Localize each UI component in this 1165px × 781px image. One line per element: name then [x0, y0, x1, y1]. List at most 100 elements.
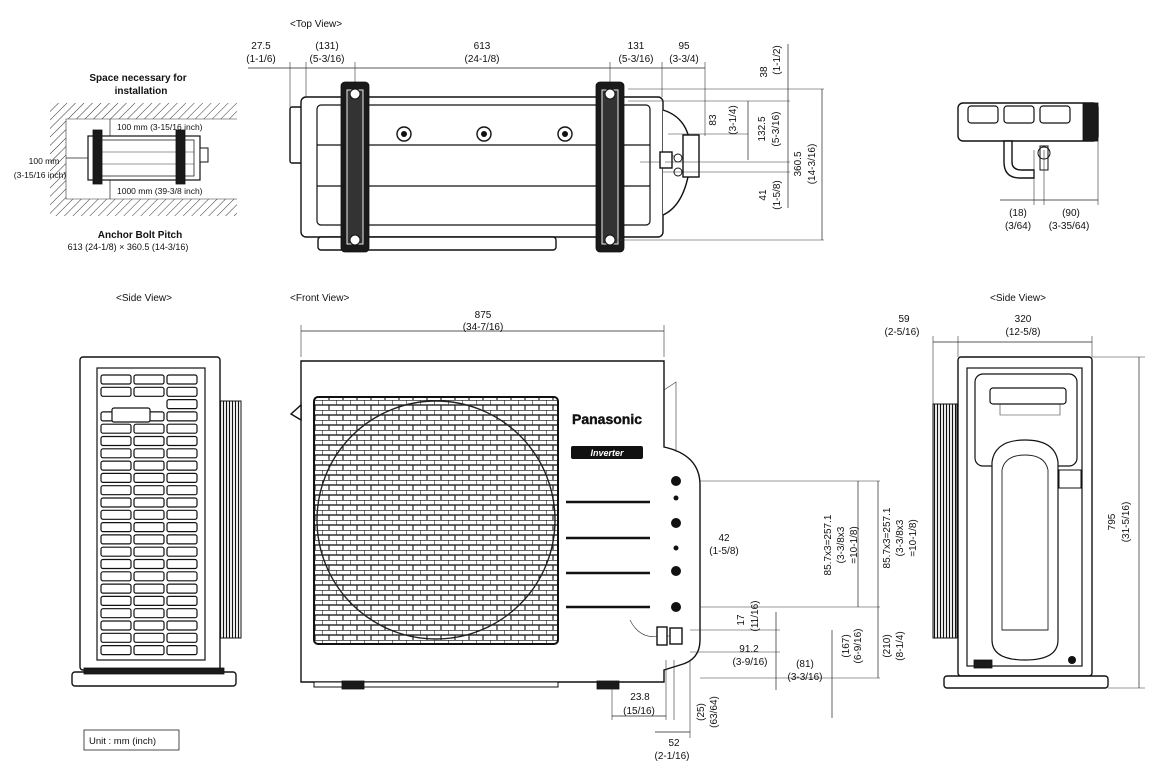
- side-dim-795-in: (31-5/16): [1121, 502, 1132, 543]
- vent-slot: [133, 460, 165, 471]
- anchor-title: Anchor Bolt Pitch: [98, 230, 182, 241]
- vent-slot: [133, 583, 165, 594]
- valve-detail-view: (18) (3/64) (90) (3-35/64): [957, 102, 1099, 232]
- vent-slot: [166, 608, 198, 619]
- front-pitch-b-in2: =10-1/8): [908, 519, 919, 557]
- top-dim-27: 27.5: [251, 41, 271, 52]
- top-dim-131a-in: (5-3/16): [309, 54, 344, 65]
- vent-slot: [100, 583, 132, 594]
- brand-logo: Panasonic: [572, 411, 642, 427]
- vent-slot: [166, 472, 198, 483]
- vent-slot: [100, 595, 132, 607]
- installation-title-2: installation: [115, 86, 168, 97]
- vent-slot: [133, 435, 165, 447]
- detail-dim-18-in: (3/64): [1005, 221, 1031, 232]
- top-dim-95: 95: [678, 41, 690, 52]
- side-dim-320: 320: [1015, 314, 1032, 325]
- vent-slot: [100, 448, 132, 459]
- unit-note: Unit : mm (inch): [89, 736, 156, 747]
- front-dim-25-in: (63/64): [709, 696, 720, 728]
- front-pitch-a-in: (3-3/8x3: [836, 526, 847, 563]
- vent-slot: [100, 620, 132, 631]
- front-dim-42: 42: [718, 533, 730, 544]
- vent-slot: [166, 583, 198, 594]
- vent-slot: [166, 399, 198, 410]
- top-dim-132-in: (5-3/16): [771, 111, 782, 146]
- top-dim-131b-in: (5-3/16): [618, 54, 653, 65]
- vent-slot: [100, 546, 132, 557]
- vent-slot: [133, 509, 165, 520]
- top-dim-95-in: (3-3/4): [669, 54, 698, 65]
- top-dim-360: 360.5: [793, 151, 804, 176]
- detail-dim-90: (90): [1062, 208, 1080, 219]
- vent-slot: [100, 608, 132, 619]
- top-dim-27-in: (1-1/6): [246, 54, 275, 65]
- side-dim-320-in: (12-5/8): [1005, 327, 1040, 338]
- vent-slot: [100, 386, 132, 397]
- top-dim-132: 132.5: [757, 116, 768, 141]
- front-dim-91: 91.2: [739, 644, 759, 655]
- top-dim-360-in: (14-3/16): [807, 144, 818, 185]
- front-view: 875 (34-7/16) Panasonic Inverter: [289, 310, 919, 762]
- installation-title-1: Space necessary for: [89, 73, 186, 84]
- front-dim-17-in: (11/16): [750, 601, 761, 632]
- front-dim-42-in: (1-5/8): [709, 546, 738, 557]
- top-view: 27.5 (1-1/6) (131) (5-3/16) 613 (24-1/8)…: [246, 41, 824, 253]
- vent-slot: [133, 386, 165, 397]
- vent-slot: [133, 546, 165, 557]
- vent-slot: [133, 497, 165, 508]
- left-clearance-label-2: (3-15/16 inch): [14, 170, 67, 180]
- detail-dim-18: (18): [1009, 208, 1027, 219]
- front-dim-52-in: (2-1/16): [654, 751, 689, 762]
- top-dim-41-in: (1-5/8): [772, 180, 783, 209]
- detail-dim-90-in: (3-35/64): [1049, 221, 1090, 232]
- front-pitch-b-in: (3-3/8x3: [895, 519, 906, 556]
- vent-slot: [166, 571, 198, 582]
- side-view-left-title: <Side View>: [116, 293, 172, 304]
- right-side-view: 59 (2-5/16) 320 (12-5/8) 795 (31-5/16): [884, 314, 1145, 689]
- vent-slot: [100, 497, 132, 508]
- vent-slot: [133, 521, 165, 533]
- front-dim-25: (25): [696, 703, 707, 721]
- vent-slot: [133, 571, 165, 582]
- vent-slot: [166, 423, 198, 434]
- vent-slot: [100, 472, 132, 483]
- top-dim-38-in: (1-1/2): [772, 45, 783, 74]
- vent-slot: [166, 509, 198, 520]
- top-dim-83-in: (3-1/4): [728, 105, 739, 134]
- front-pitch-a: 85.7x3=257.1: [823, 514, 834, 575]
- unit-note-box: [83, 729, 180, 751]
- vent-slot: [166, 521, 198, 533]
- vent-slot: [166, 460, 198, 471]
- vent-slot: [133, 374, 165, 385]
- vent-slot: [133, 632, 165, 643]
- vent-slot: [100, 558, 132, 570]
- vent-slot: [100, 632, 132, 643]
- vent-slot: [166, 386, 198, 397]
- top-view-title: <Top View>: [290, 19, 342, 30]
- vent-slot: [133, 472, 165, 483]
- vent-slot: [100, 644, 132, 656]
- vent-slot: [133, 485, 165, 496]
- vent-slot: [166, 595, 198, 607]
- vent-slot: [100, 423, 132, 434]
- vent-slot: [166, 374, 198, 385]
- front-pitch-b: 85.7x3=257.1: [882, 507, 893, 568]
- top-dim-41: 41: [758, 189, 769, 201]
- front-dim-875-in: (34-7/16): [463, 322, 504, 333]
- vent-slot: [166, 448, 198, 459]
- vent-slot: [100, 509, 132, 520]
- brand-sub: Inverter: [590, 448, 624, 458]
- anchor-value: 613 (24-1/8) × 360.5 (14-3/16): [68, 242, 189, 252]
- front-dim-23: 23.8: [630, 692, 650, 703]
- side-dim-59-in: (2-5/16): [884, 327, 919, 338]
- top-dim-613: 613: [474, 41, 491, 52]
- front-dim-875: 875: [475, 310, 492, 321]
- front-dim-52: 52: [668, 738, 680, 749]
- front-dim-91-in: (3-9/16): [732, 657, 767, 668]
- front-dim-210: (210): [882, 634, 893, 657]
- vent-slot: [100, 534, 132, 545]
- vent-slot: [166, 411, 198, 422]
- front-pitch-a-in2: =10-1/8): [849, 526, 860, 564]
